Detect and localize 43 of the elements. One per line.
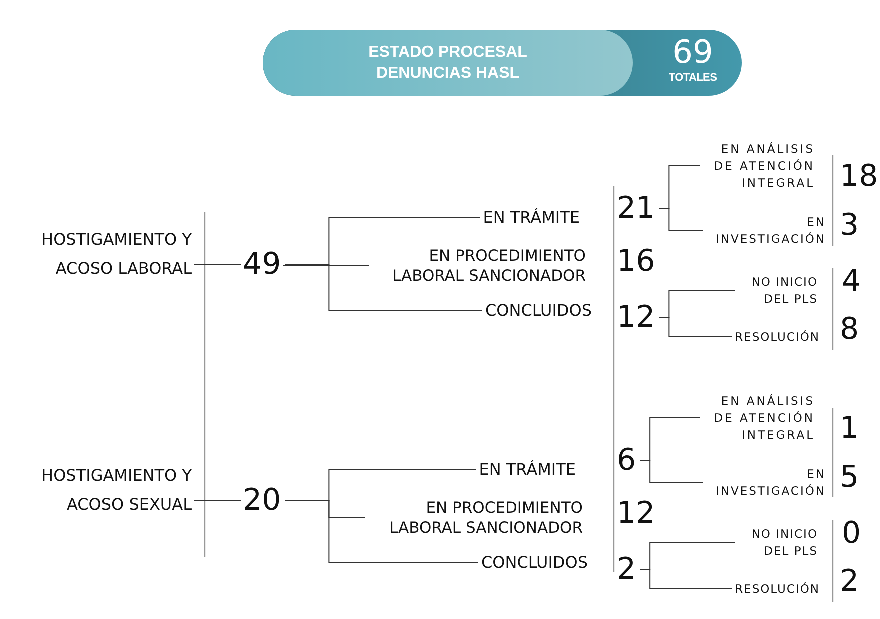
total-number: 69 bbox=[672, 34, 714, 70]
category-label: EN TRÁMITE bbox=[483, 203, 580, 233]
subcategory-label: EN ANÁLISIS DE ATENCIÓN INTEGRAL bbox=[703, 140, 815, 192]
count-number: 20 bbox=[243, 485, 282, 517]
connector-line bbox=[658, 318, 733, 338]
title-text: ESTADO PROCESAL DENUNCIAS HASL bbox=[368, 43, 528, 84]
subcategory-label: NO INICIO DEL PLS bbox=[738, 526, 818, 560]
category-label: HOSTIGAMIENTO Y ACOSO SEXUAL bbox=[20, 461, 192, 519]
subcategory-label: EN INVESTIGACIÓN bbox=[706, 466, 826, 500]
count-number: 12 bbox=[617, 498, 656, 530]
connector-line bbox=[658, 208, 704, 232]
count-number: 16 bbox=[617, 246, 656, 278]
count-number: 0 bbox=[842, 518, 862, 550]
subcategory-label: EN INVESTIGACIÓN bbox=[706, 214, 826, 248]
category-label: CONCLUIDOS bbox=[485, 296, 592, 326]
category-label: EN PROCEDIMIENTO LABORAL SANCIONADOR bbox=[368, 498, 583, 538]
connector-line bbox=[194, 264, 242, 266]
count-number: 5 bbox=[840, 462, 860, 494]
subcategory-label: NO INICIO DEL PLS bbox=[738, 274, 818, 308]
connector-line bbox=[284, 500, 479, 564]
count-number: 49 bbox=[243, 249, 282, 281]
count-number: 12 bbox=[617, 302, 656, 334]
category-label: HOSTIGAMIENTO Y ACOSO LABORAL bbox=[20, 225, 192, 283]
count-number: 6 bbox=[617, 445, 636, 477]
count-number: 18 bbox=[840, 161, 878, 193]
connector-line bbox=[284, 264, 483, 312]
category-label: EN TRÁMITE bbox=[479, 455, 576, 485]
total-label: TOTALES bbox=[668, 72, 718, 84]
count-number: 2 bbox=[617, 554, 636, 586]
count-number: 4 bbox=[842, 266, 862, 298]
connector-line bbox=[194, 500, 242, 502]
subcategory-label: RESOLUCIÓN bbox=[735, 580, 820, 598]
count-number: 3 bbox=[840, 210, 860, 242]
subcategory-label: RESOLUCIÓN bbox=[735, 328, 820, 346]
subcategory-label: EN ANÁLISIS DE ATENCIÓN INTEGRAL bbox=[703, 392, 815, 444]
count-number: 21 bbox=[617, 193, 656, 225]
category-label: EN PROCEDIMIENTO LABORAL SANCIONADOR bbox=[371, 246, 586, 286]
category-label: CONCLUIDOS bbox=[481, 548, 588, 578]
count-number: 2 bbox=[840, 566, 860, 598]
connector-line bbox=[640, 460, 704, 484]
count-number: 8 bbox=[840, 314, 860, 346]
connector-line bbox=[640, 570, 733, 590]
count-number: 1 bbox=[840, 413, 860, 445]
